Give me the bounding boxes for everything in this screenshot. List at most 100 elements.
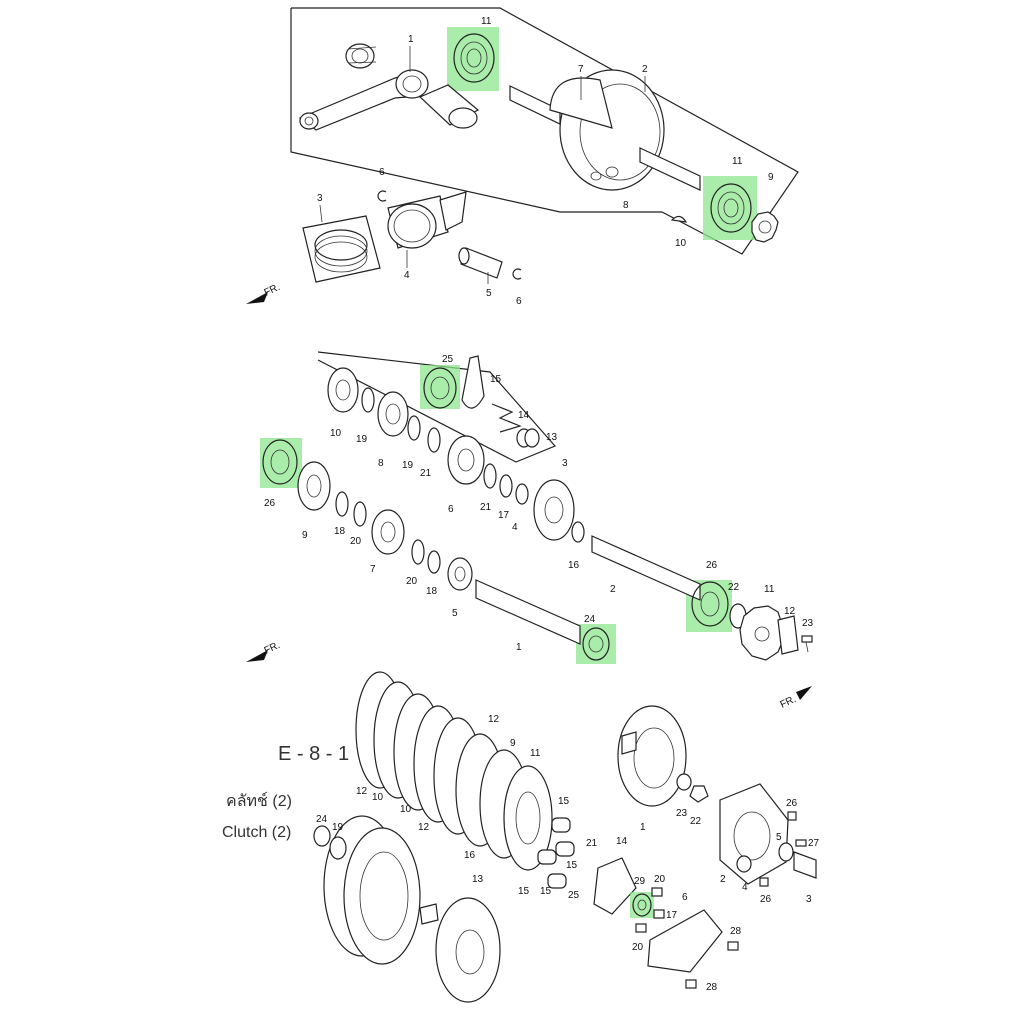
crankshaft-assembly: [509, 69, 701, 191]
sprocket-11: [739, 605, 785, 661]
label-15a: 15: [558, 796, 570, 807]
label-15b: 15: [566, 860, 578, 871]
primary-drive-plate: [617, 705, 687, 807]
label-9: 9: [510, 738, 516, 749]
label-22: 22: [690, 816, 702, 827]
cover-gasket: [719, 783, 789, 885]
transmission-section: FR. 1 2 3 4 5 6 7 8 9 10 11 12 13 14 15 …: [246, 351, 814, 664]
label-11: 11: [530, 748, 541, 759]
svg-text:FR.: FR.: [263, 640, 282, 657]
bearing-26-left-highlight: [260, 438, 302, 488]
bearing-25: [423, 367, 457, 409]
crank-pin: [418, 84, 480, 129]
label-21b: 21: [480, 502, 492, 513]
collar-13: [516, 428, 540, 448]
woodruff-key: [670, 215, 688, 223]
label-3: 3: [562, 458, 568, 469]
bearing-26-right: [691, 581, 729, 627]
label-8: 8: [378, 458, 384, 469]
circlip-bottom: [512, 268, 522, 280]
washer-17: [499, 474, 513, 498]
label-10b: 10: [400, 804, 412, 815]
bearing-24: [582, 627, 610, 661]
connecting-rod: [298, 69, 429, 131]
label-8: 8: [623, 200, 629, 211]
crankshaft-section: FR. 1 2 3 4 5 6 6 7 8 9 10 11 11: [246, 7, 799, 307]
front-arrow-3: FR.: [779, 686, 812, 711]
label-11a: 11: [481, 16, 492, 27]
label-25: 25: [568, 890, 580, 901]
label-16: 16: [568, 560, 580, 571]
oring-5: [778, 842, 794, 862]
label-20b: 20: [632, 942, 644, 953]
piston-rings: [302, 215, 381, 283]
bolt-26b: [759, 877, 769, 887]
lifter-cover: [647, 909, 723, 973]
clip-20a: [353, 501, 367, 527]
front-arrow-2: FR.: [246, 640, 282, 662]
label-26a: 26: [264, 498, 276, 509]
shift-arm-15: [461, 355, 485, 409]
label-6a: 6: [379, 167, 385, 178]
label-9: 9: [302, 530, 308, 541]
caption-english: Clutch (2): [222, 824, 291, 841]
caption-thai: คลัทช์ (2): [226, 791, 292, 810]
bearing-11-highlight-a: [447, 27, 499, 91]
label-11: 11: [764, 584, 775, 595]
spring-14: [491, 403, 522, 433]
bolt-17: [653, 909, 665, 919]
label-23: 23: [802, 618, 814, 629]
label-20b: 20: [406, 576, 418, 587]
figure-code: E - 8 - 1: [278, 743, 349, 765]
bolt-20b: [635, 923, 647, 933]
label-21: 21: [586, 838, 598, 849]
label-5: 5: [486, 288, 492, 299]
washer-16: [571, 521, 585, 543]
mainshaft: [475, 579, 581, 645]
shaft-3: [793, 851, 817, 879]
bearing-11-top: [453, 33, 495, 83]
cap-4: [736, 855, 752, 873]
label-17: 17: [666, 910, 678, 921]
lifter-plate: [593, 857, 637, 915]
bearing-25-highlight: [420, 365, 460, 409]
label-4: 4: [404, 270, 410, 281]
washer-19b: [407, 415, 421, 441]
washer-18b: [427, 550, 441, 574]
label-3: 3: [806, 894, 812, 905]
label-25: 25: [442, 354, 454, 365]
bearing-11-highlight-b: [703, 176, 757, 240]
label-22: 22: [728, 582, 740, 593]
clutch-center-plate: [435, 897, 501, 1003]
bolt-28a: [727, 941, 739, 951]
label-18a: 18: [334, 526, 346, 537]
label-15c: 15: [518, 886, 530, 897]
label-2: 2: [642, 64, 648, 75]
label-11b: 11: [732, 156, 743, 167]
label-16: 16: [464, 850, 476, 861]
label-2: 2: [610, 584, 616, 595]
countershaft: [591, 535, 701, 601]
label-3: 3: [317, 193, 323, 204]
front-arrow-1: FR.: [246, 282, 282, 304]
washer-18a: [335, 491, 349, 517]
clip-21b: [483, 463, 497, 489]
label-12: 12: [784, 606, 796, 617]
label-20a: 20: [350, 536, 362, 547]
piston-pin: [458, 247, 503, 279]
label-24: 24: [316, 814, 328, 825]
label-28b: 28: [706, 982, 718, 993]
gear-6: [447, 435, 485, 485]
label-19b: 19: [402, 460, 414, 471]
bolt-23: [801, 635, 813, 653]
label-13: 13: [546, 432, 558, 443]
washer-23: [676, 773, 692, 791]
washer-4: [515, 483, 529, 505]
clutch-section: FR.: [222, 671, 820, 1003]
label-26b: 26: [706, 560, 718, 571]
label-10a: 10: [372, 792, 384, 803]
label-28a: 28: [730, 926, 742, 937]
bushing-16: [419, 903, 439, 925]
bolt-28b: [685, 979, 697, 989]
